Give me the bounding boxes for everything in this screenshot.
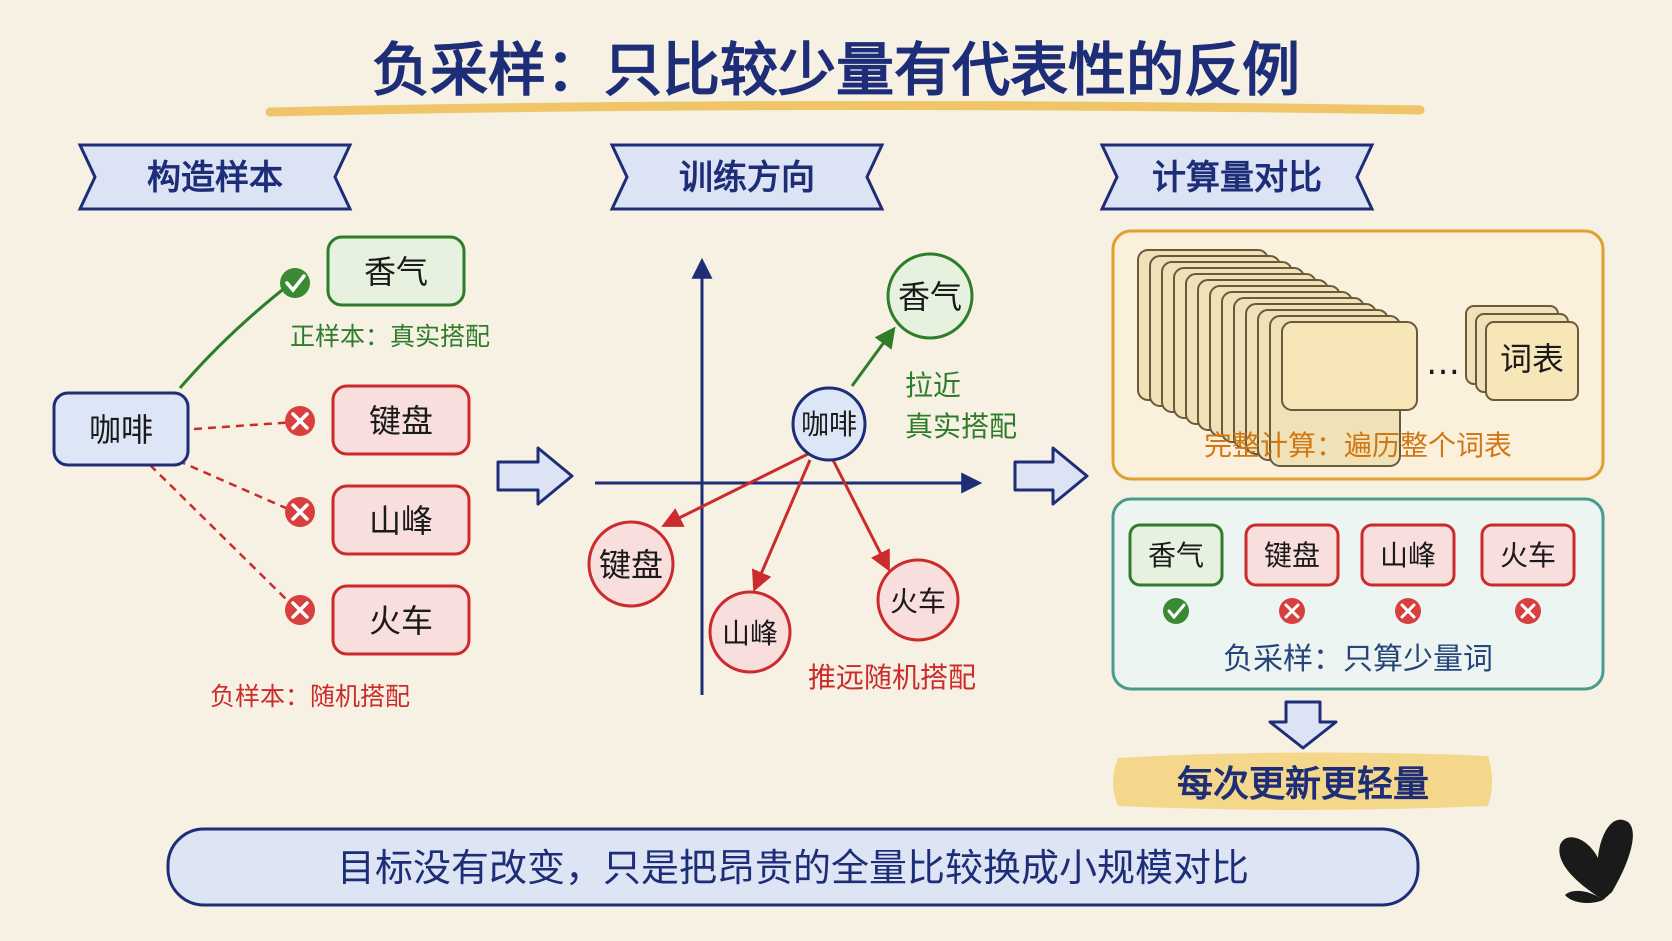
pull-arrow: [850, 326, 896, 387]
sample-word-node-2: [1244, 523, 1340, 587]
construct-section: 咖啡 香气 正样本：真实搭配 键盘 山峰 火车 负样本：随机搭配: [52, 235, 490, 711]
banner-shape: [77, 143, 353, 211]
section-title-construct: 构造样本: [147, 158, 283, 198]
cross-icon: [1395, 598, 1421, 624]
footer-pill: [166, 827, 1420, 907]
training-negative-label-2: 山峰: [722, 617, 778, 650]
center-word-label: 咖啡: [89, 411, 153, 449]
cross-icon: [285, 595, 315, 625]
vocab-small-stack: [1465, 305, 1579, 401]
negative-sample-node-2: [331, 484, 471, 556]
compute-section: … 词表 完整计算：遍历整个词表 香气 键盘 山峰 火车: [1111, 229, 1605, 810]
result-highlight: [1113, 752, 1492, 810]
negative-connector-2: [164, 453, 296, 514]
training-negative-node-1: [587, 520, 675, 608]
push-arrow-2: [751, 459, 812, 592]
neg-sampling-caption: 负采样：只算少量词: [1223, 642, 1493, 677]
arrow-right-icon: [1013, 446, 1089, 506]
vocab-ellipsis: …: [1426, 343, 1460, 383]
arrow-down-icon: [1268, 700, 1338, 750]
negative-sample-node-3: [331, 584, 471, 656]
cross-icon: [1279, 598, 1305, 624]
negative-sample-label-3: 火车: [369, 602, 433, 640]
banner-construct: 构造样本: [77, 143, 353, 211]
page-title-group: 负采样：只比较少量有代表性的反例: [265, 36, 1425, 117]
sample-word-node-4: [1480, 523, 1576, 587]
sample-word-label-2: 键盘: [1264, 539, 1320, 572]
negative-sample-node-1: [331, 384, 471, 456]
butterfly-logo: [1559, 819, 1633, 903]
pull-caption-2: 真实搭配: [905, 410, 1017, 443]
section-title-compute: 计算量对比: [1152, 158, 1322, 198]
cross-icon: [285, 497, 315, 527]
training-negative-node-3: [876, 558, 960, 642]
push-arrow-3: [830, 457, 890, 572]
negative-sample-label-1: 键盘: [369, 402, 433, 440]
push-caption: 推远随机搭配: [808, 661, 976, 694]
training-positive-node: [886, 252, 974, 340]
training-negative-label-3: 火车: [890, 585, 946, 618]
sample-word-node-1: [1128, 523, 1224, 587]
footer: 目标没有改变，只是把昂贵的全量比较换成小规模对比: [166, 827, 1420, 907]
page-title: 负采样：只比较少量有代表性的反例: [372, 36, 1300, 104]
positive-sample-node: [326, 235, 466, 307]
sample-word-label-4: 火车: [1500, 539, 1556, 572]
check-icon: [1163, 598, 1189, 624]
training-center-label: 咖啡: [801, 408, 857, 441]
cross-icon: [1515, 598, 1541, 624]
banner-shape: [1099, 143, 1375, 211]
training-positive-label: 香气: [898, 278, 962, 316]
title-underline: [265, 100, 1425, 117]
footer-text: 目标没有改变，只是把昂贵的全量比较换成小规模对比: [337, 846, 1249, 890]
negative-sample-label-2: 山峰: [369, 502, 433, 540]
positive-connector: [178, 278, 296, 389]
vocab-card-stack: [1137, 249, 1418, 467]
negative-connector-1: [179, 420, 296, 432]
banner-training: 训练方向: [609, 143, 885, 211]
banner-shape: [609, 143, 885, 211]
negative-sample-caption: 负样本：随机搭配: [210, 682, 410, 711]
banner-compute: 计算量对比: [1099, 143, 1375, 211]
section-title-training: 训练方向: [679, 158, 815, 198]
result-caption: 每次更新更轻量: [1177, 764, 1429, 805]
cross-icon: [285, 406, 315, 436]
training-negative-label-1: 键盘: [599, 546, 663, 584]
training-negative-node-2: [708, 590, 792, 674]
full-compute-caption: 完整计算：遍历整个词表: [1204, 429, 1512, 462]
positive-sample-caption: 正样本：真实搭配: [290, 322, 490, 351]
training-section: 咖啡 香气 拉近 真实搭配 键盘 山峰 火车 推远随机搭配: [587, 252, 1017, 695]
push-arrow-1: [661, 450, 813, 527]
sample-word-node-3: [1360, 523, 1456, 587]
training-center-node: [791, 386, 867, 462]
sample-word-label-1: 香气: [1148, 539, 1204, 572]
vocab-label: 词表: [1500, 340, 1564, 378]
check-icon: [280, 268, 310, 298]
negative-connector-3: [149, 464, 296, 609]
arrow-right-icon: [496, 446, 574, 506]
sample-word-label-3: 山峰: [1380, 539, 1436, 572]
center-word-node: [52, 391, 190, 467]
positive-sample-label: 香气: [364, 253, 428, 291]
pull-caption-1: 拉近: [905, 369, 961, 402]
